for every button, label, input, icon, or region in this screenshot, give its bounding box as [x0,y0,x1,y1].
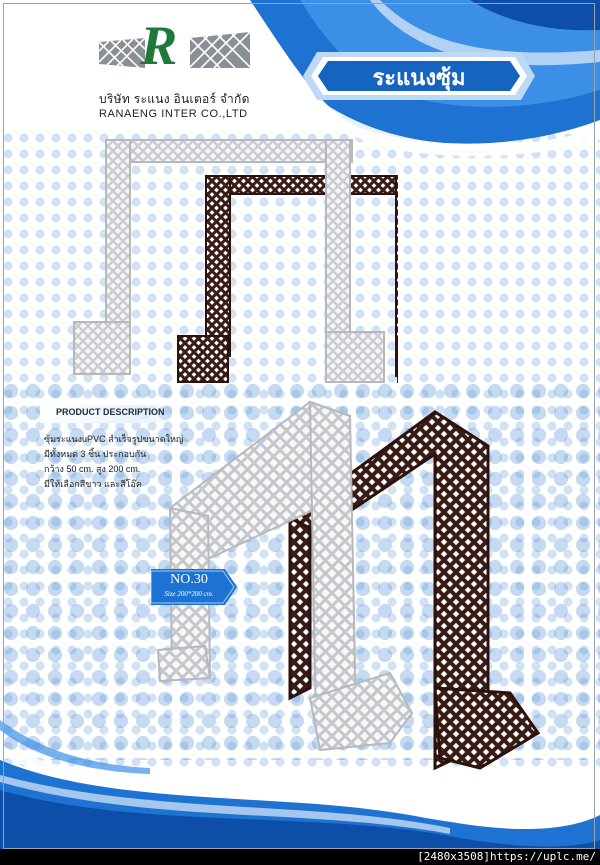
model-number: NO.30 [170,572,208,587]
arch-pair-front-view [73,139,398,383]
model-size: Size 200*200 cm. [164,590,214,598]
description-line: มีทั้งหมด 3 ชิ้น ประกอบกัน [44,449,147,459]
bottom-wave-graphic [0,720,600,855]
company-name-english: RANAENG INTER CO.,LTD [99,108,248,120]
footer-bar [0,849,600,865]
arch-pair-perspective-view [156,400,541,771]
model-badge [151,569,237,605]
description-heading: PRODUCT DESCRIPTION [56,407,165,417]
logo-lattice-left [99,38,145,68]
description-heading-bar [40,405,175,423]
page-title: ระแนงซุ้ม [372,65,466,90]
description-line: ซุ้มระแนงuPVC สำเร็จรูปขนาดใหญ่ [44,434,184,444]
description-line: กว้าง 50 cm. สูง 200 cm. [44,464,141,474]
logo-letter: R [140,15,178,77]
title-banner [303,52,535,100]
description-text: ซุ้มระแนงuPVC สำเร็จรูปขนาดใหญ่ มีทั้งหม… [44,432,184,492]
description-line: มีให้เลือกสีขาว และสีโอ๊ค [44,479,142,489]
footer-url: [2480x3508]https://uplc.me/ [417,850,596,863]
logo-lattice-right [190,32,250,68]
company-name-thai: บริษัท ระแนง อินเตอร์ จำกัด [99,92,250,106]
